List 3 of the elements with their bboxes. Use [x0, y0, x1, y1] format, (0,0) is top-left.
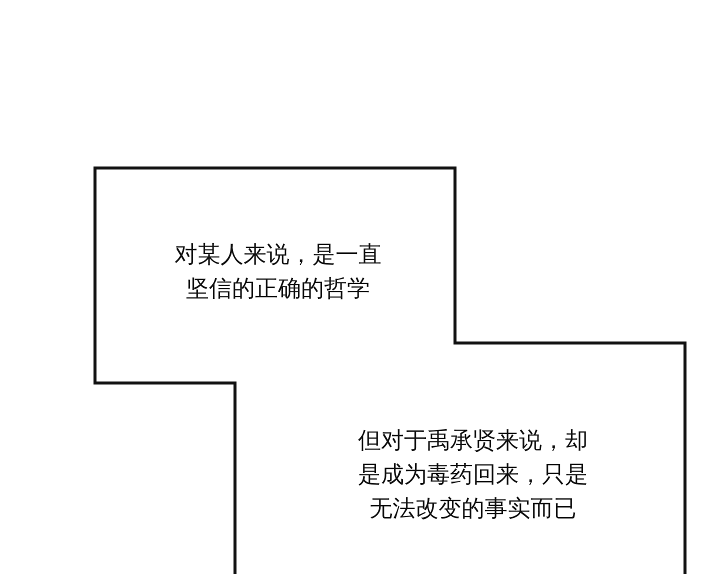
caption-text: 但对于禹承贤来说，却是成为毒药回来，只是无法改变的事实而已	[357, 427, 589, 524]
caption-box	[93, 166, 687, 574]
caption-text: 对某人来说，是一直坚信的正确的哲学	[174, 241, 382, 304]
